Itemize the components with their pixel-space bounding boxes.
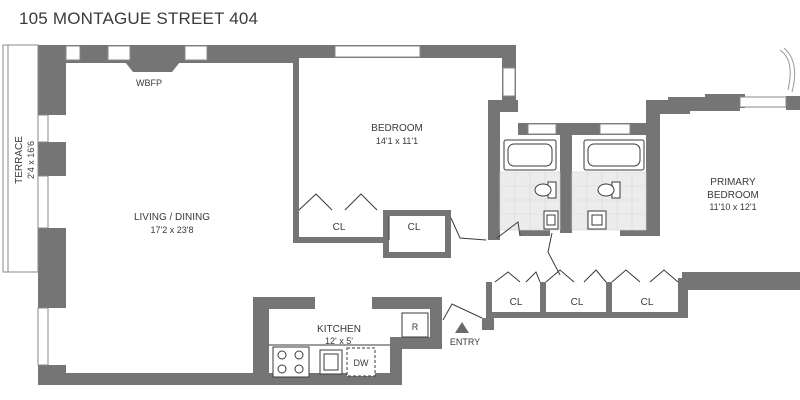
terrace-name: TERRACE <box>14 136 25 184</box>
compass-icon <box>779 47 796 93</box>
dishwasher-label: DW <box>354 358 369 368</box>
closet-label-2: CL <box>408 222 421 233</box>
primary-dims: 11'10 x 12'1 <box>709 202 756 212</box>
kitchen-sink-icon <box>319 349 343 375</box>
terrace <box>2 44 39 273</box>
closet-label-3: CL <box>510 297 523 308</box>
closet-label-5: CL <box>641 297 654 308</box>
stove-icon <box>272 346 310 378</box>
dishwasher-icon <box>346 347 376 377</box>
doors <box>298 193 679 321</box>
bedroom-name: BEDROOM <box>371 123 423 134</box>
sink-icon <box>543 210 607 230</box>
kitchen-name: KITCHEN <box>317 324 361 335</box>
primary-name: PRIMARY <box>710 177 756 188</box>
refrigerator-icon <box>401 312 429 338</box>
windows <box>37 45 787 366</box>
bathroom-tile <box>499 171 647 231</box>
bedroom-dims: 14'1 x 11'1 <box>376 136 418 146</box>
refrigerator-label: R <box>412 322 419 332</box>
page-title: 105 MONTAGUE STREET 404 <box>19 9 259 28</box>
closet-label-1: CL <box>333 222 346 233</box>
primary-name-2: BEDROOM <box>707 190 759 201</box>
closet-label-4: CL <box>571 297 584 308</box>
living-dims: 17'2 x 23'8 <box>151 225 194 235</box>
terrace-dims: 2'4 x 16'6 <box>26 141 36 179</box>
toilet-icon <box>534 181 621 199</box>
entry-label: ENTRY <box>450 337 480 347</box>
kitchen-dims: 12' x 5' <box>325 336 353 346</box>
wbfp-label: WBFP <box>136 78 162 88</box>
living-name: LIVING / DINING <box>134 212 210 223</box>
bathtub-icon <box>503 139 645 171</box>
entry-marker-icon <box>455 322 469 333</box>
